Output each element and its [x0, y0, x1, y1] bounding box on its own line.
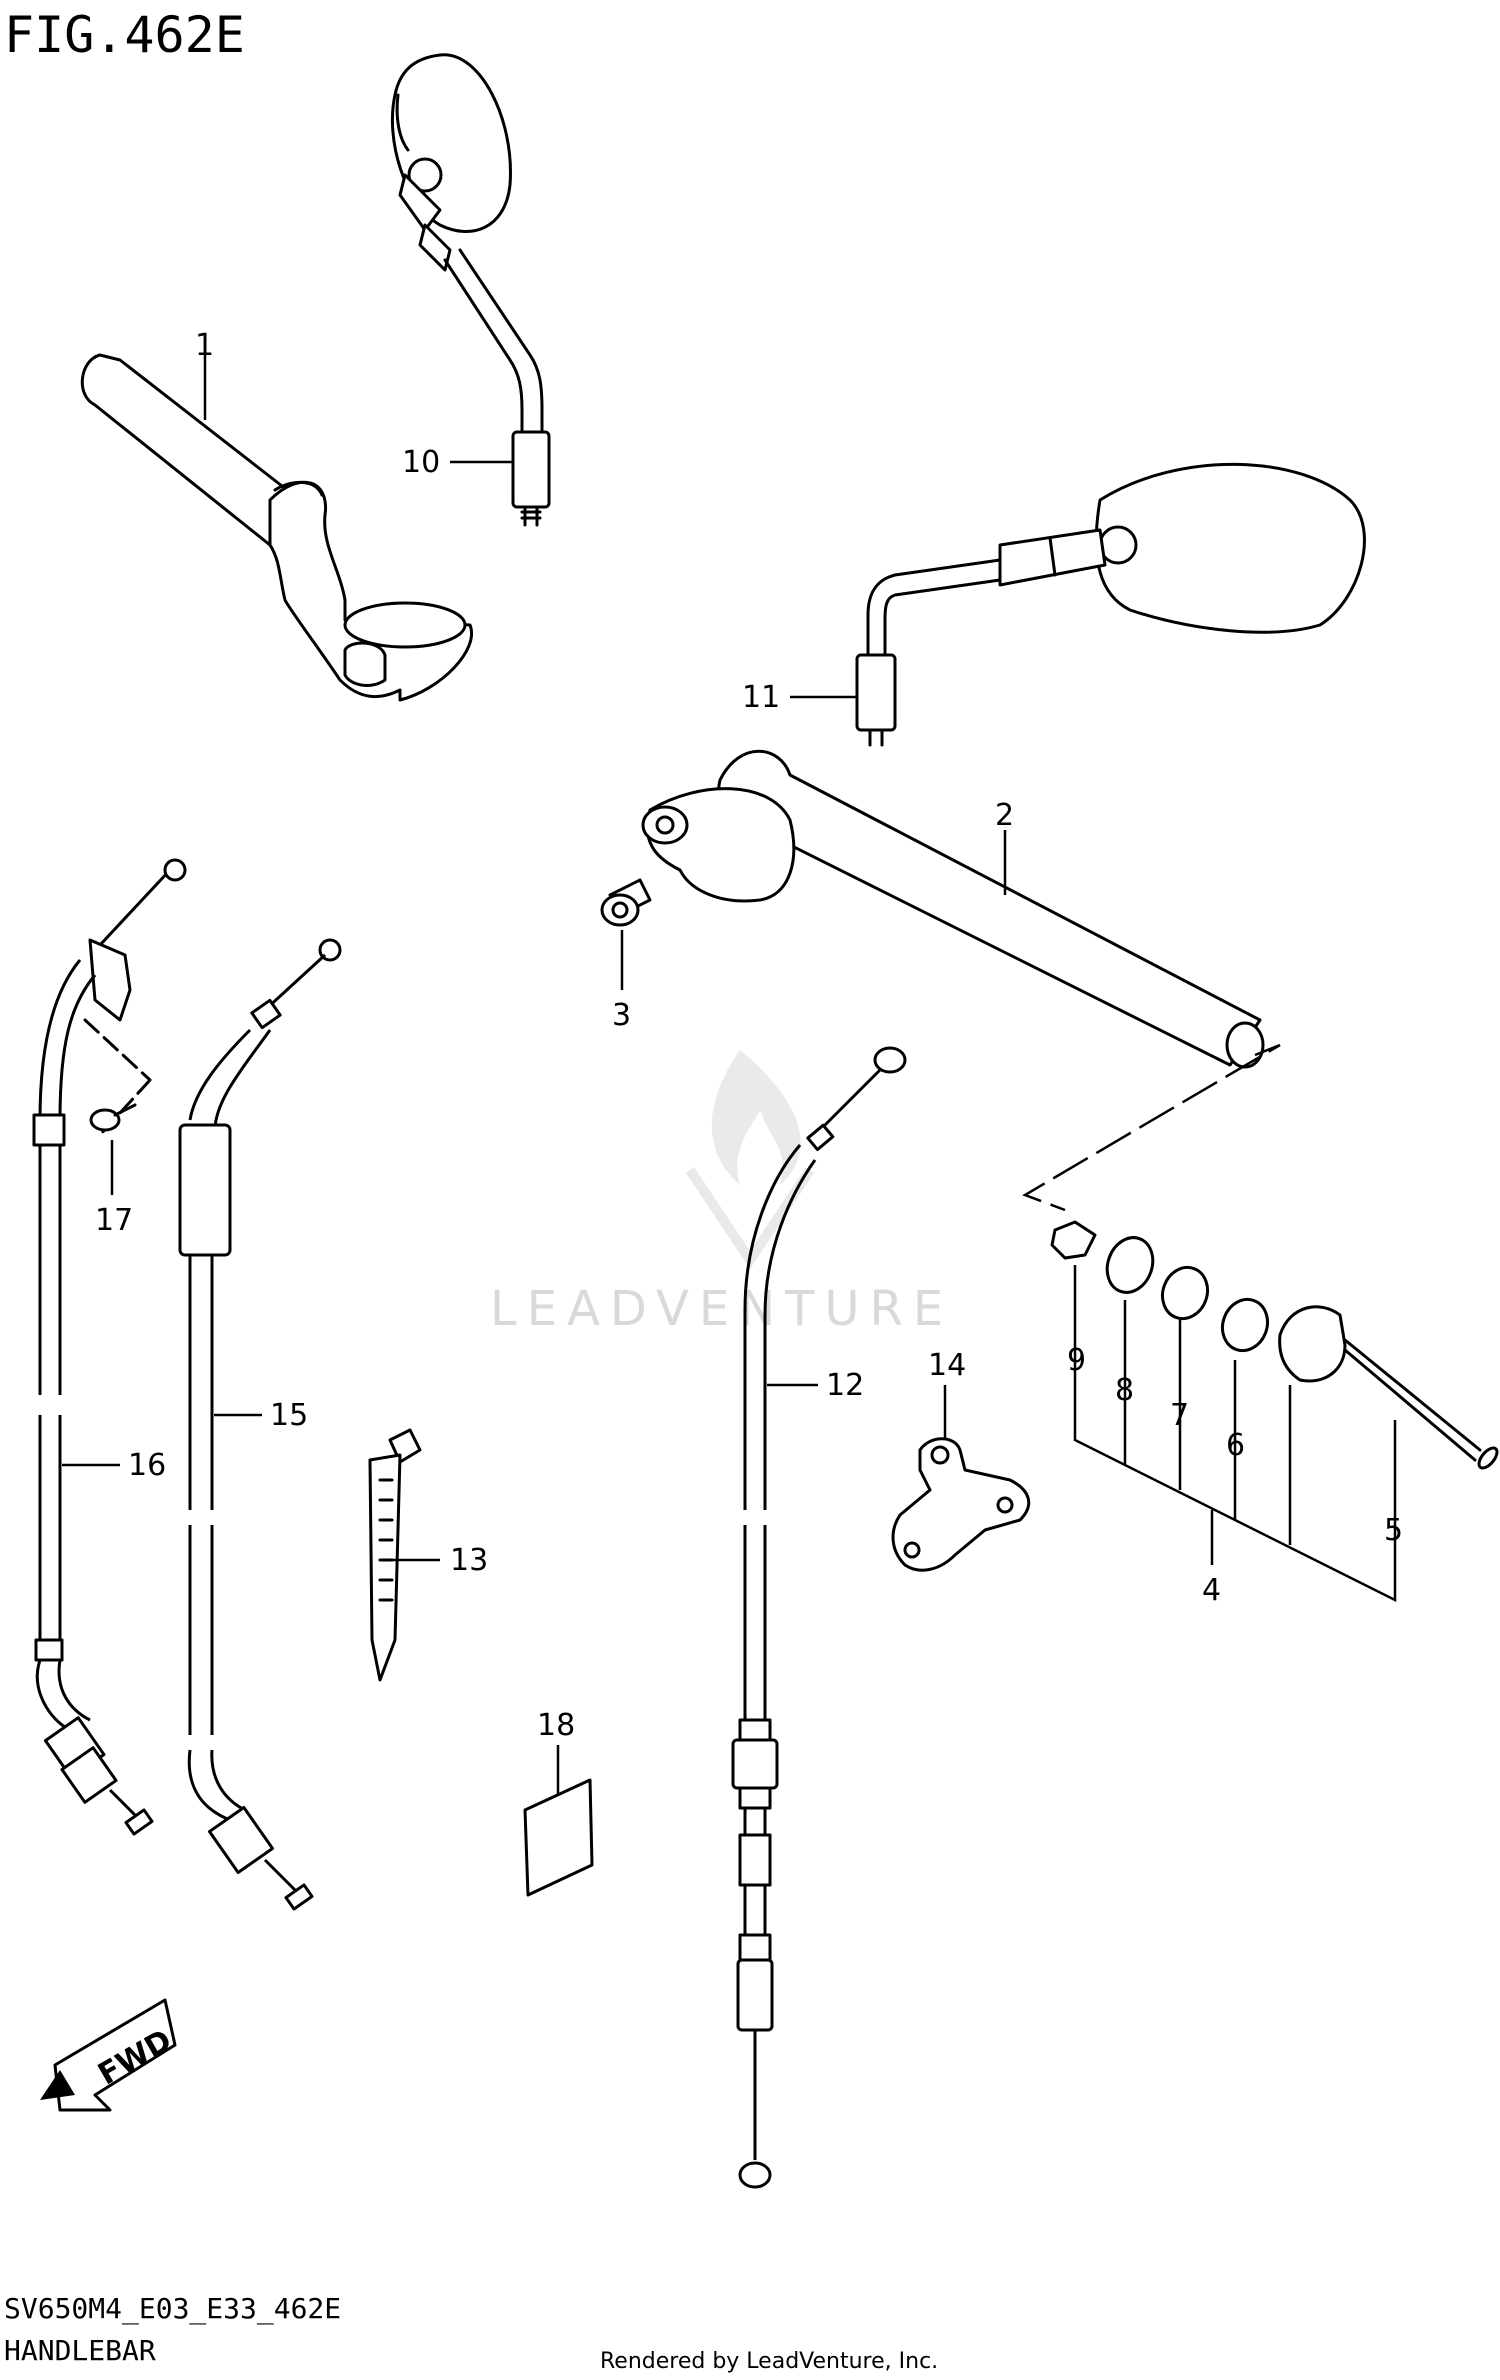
callout-17: 17 — [95, 1203, 133, 1238]
part-9-collar — [1050, 1220, 1097, 1260]
section-name: HANDLEBAR — [4, 2334, 156, 2367]
leader-bracket — [1073, 1265, 1397, 1603]
callout-8: 8 — [1115, 1373, 1134, 1408]
callout-14: 14 — [928, 1348, 966, 1383]
watermark-text: LEADVENTURE — [490, 1281, 953, 1337]
bracket-14 — [891, 1437, 1031, 1572]
callout-16: 16 — [128, 1448, 166, 1483]
throttle-cable-15 — [178, 938, 342, 1911]
callout-18: 18 — [537, 1708, 575, 1743]
part-8-spacer — [1105, 1236, 1155, 1294]
part-4-weight — [1278, 1305, 1347, 1383]
callout-11: 11 — [742, 680, 780, 715]
bolt-3 — [600, 878, 652, 927]
screw-17 — [83, 1018, 152, 1137]
callout-13: 13 — [450, 1543, 488, 1578]
callout-15: 15 — [270, 1398, 308, 1433]
callout-6: 6 — [1226, 1428, 1245, 1463]
callout-7: 7 — [1170, 1398, 1189, 1433]
left-handle-grip — [80, 353, 473, 702]
left-mirror — [390, 53, 551, 527]
callout-10: 10 — [402, 445, 440, 480]
forward-arrow-icon — [40, 1998, 177, 2112]
throttle-cable-16 — [32, 858, 187, 1836]
callout-2: 2 — [995, 798, 1014, 833]
part-5-screw — [1343, 1338, 1482, 1452]
callout-12: 12 — [826, 1368, 864, 1403]
bar-end-assembly — [1050, 1220, 1499, 1470]
extension-line — [1022, 1043, 1281, 1212]
right-handlebar — [641, 749, 1265, 1069]
figure-title: FIG.462E — [4, 6, 245, 64]
cable-tie-13 — [368, 1428, 422, 1682]
model-code: SV650M4_E03_E33_462E — [4, 2292, 341, 2326]
callout-9: 9 — [1067, 1343, 1086, 1378]
label-18 — [523, 1778, 594, 1897]
part-7-spacer — [1160, 1265, 1210, 1321]
part-6-spacer — [1220, 1297, 1270, 1353]
right-mirror — [855, 462, 1366, 747]
clutch-cable-12 — [731, 1046, 907, 2189]
callout-1: 1 — [195, 328, 214, 363]
callout-4: 4 — [1202, 1573, 1221, 1608]
callout-3: 3 — [612, 998, 631, 1033]
rendered-by: Rendered by LeadVenture, Inc. — [600, 2349, 938, 2374]
callout-5: 5 — [1384, 1513, 1403, 1548]
